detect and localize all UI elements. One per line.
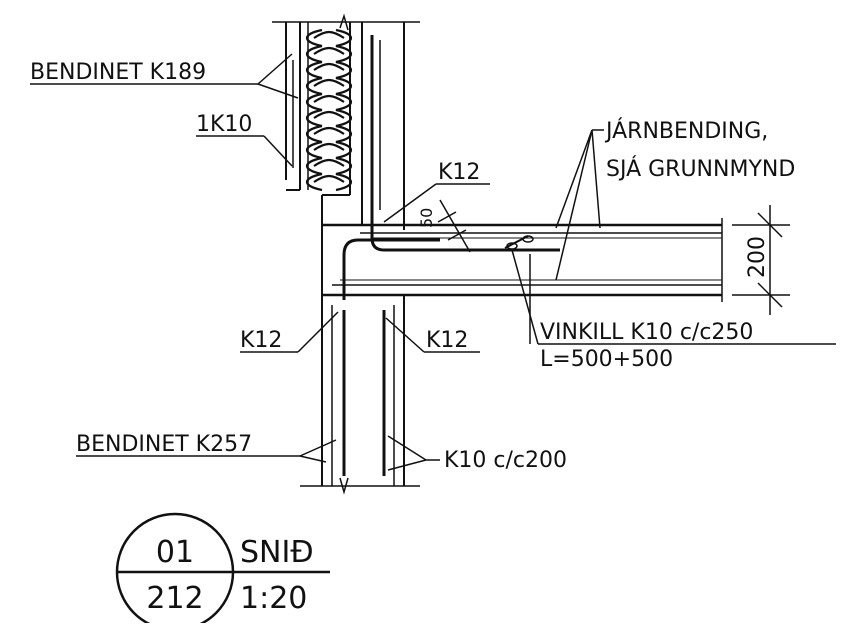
leaders [30, 53, 836, 471]
section-title: SNIÐ [240, 535, 314, 570]
label-bendinet-k257: BENDINET K257 [76, 432, 252, 457]
label-1k10: 1K10 [196, 112, 252, 137]
label-jarnbending-line1: JÁRNBENDING, [604, 118, 768, 144]
label-jarnbending-line2: SJÁ GRUNNMYND [606, 156, 795, 182]
label-bendinet-k189: BENDINET K189 [30, 60, 206, 85]
label-k12-top: K12 [438, 160, 480, 185]
sheet-number: 212 [146, 581, 203, 616]
section-marker: 01 212 SNIÐ 1:20 [115, 512, 330, 628]
upper-wall [272, 13, 420, 225]
label-vinkill: VINKILL K10 c/c250 [540, 320, 753, 345]
label-k12-left: K12 [240, 328, 282, 353]
label-cover-50: 50 [417, 208, 436, 228]
label-dim-200: 200 [745, 236, 770, 278]
slab [321, 218, 723, 302]
dimension-50 [437, 199, 471, 253]
lower-wall [300, 295, 420, 495]
label-vinkill-length: L=500+500 [540, 347, 673, 372]
dimension-200 [732, 205, 790, 315]
section-number: 01 [156, 535, 194, 570]
insulation [305, 28, 353, 192]
section-scale: 1:20 [240, 581, 307, 616]
rebar-bars [342, 35, 560, 476]
label-k12-right: K12 [426, 328, 468, 353]
label-k10-cc200: K10 c/c200 [444, 448, 567, 473]
